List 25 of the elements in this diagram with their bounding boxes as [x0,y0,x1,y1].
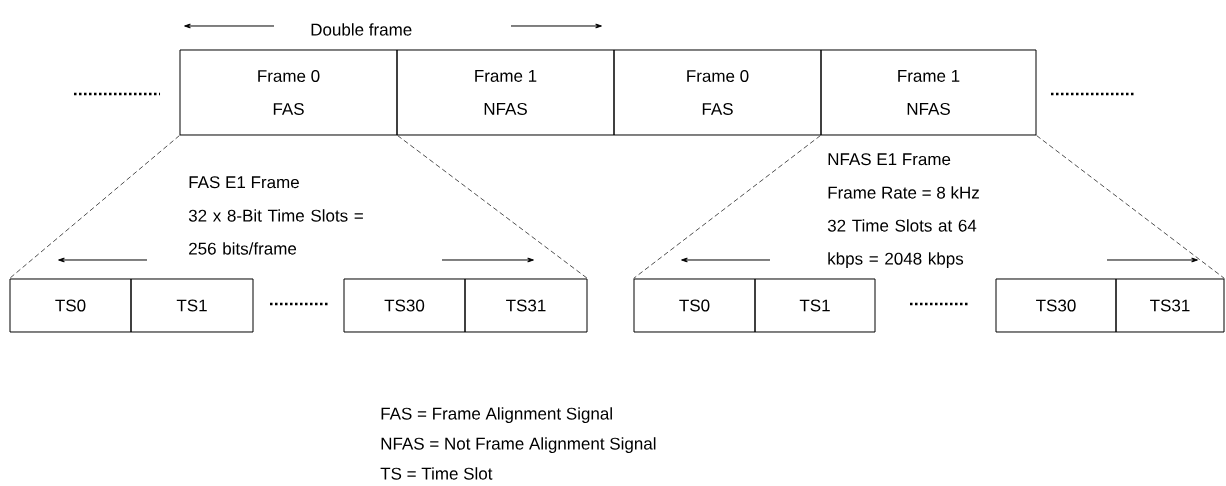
expansion-line [633,135,821,279]
expansion-line [9,135,180,279]
note-text: NFAS E1 Frame [828,153,951,166]
note-text: FAS E1 Frame [189,176,299,189]
time-slot-box: TS31 [464,278,588,333]
frame-box: Frame 1 NFAS [396,49,615,136]
time-slot-box: TS1 [754,278,876,333]
note-text: 32 x 8-Bit Time Slots = 256 bits/frame [188,209,363,255]
legend-text: TS = Time Slot [380,467,493,480]
time-slot-box: TS1 [130,278,254,333]
legend-text: FAS = Frame Alignment Signal [381,407,612,424]
note-text: 32 Time Slots at 64 kbps = 2048 kbps [827,219,977,269]
legend-text: NFAS = Not Frame Alignment Signal [381,437,656,454]
frame-box: Frame 0 FAS [179,49,398,136]
frame-box: Frame 0 FAS [613,49,822,136]
span-label: Double frame [311,23,412,36]
time-slot-box: TS0 [9,278,132,333]
expansion-line [1036,135,1225,279]
time-slot-box: TS30 [995,278,1117,333]
frame-box: Frame 1 NFAS [820,49,1037,136]
time-slot-box: TS30 [343,278,466,333]
note-text: Frame Rate = 8 kHz [828,186,979,199]
expansion-line [397,135,588,279]
time-slot-box: TS31 [1115,278,1225,333]
time-slot-box: TS0 [633,278,756,333]
